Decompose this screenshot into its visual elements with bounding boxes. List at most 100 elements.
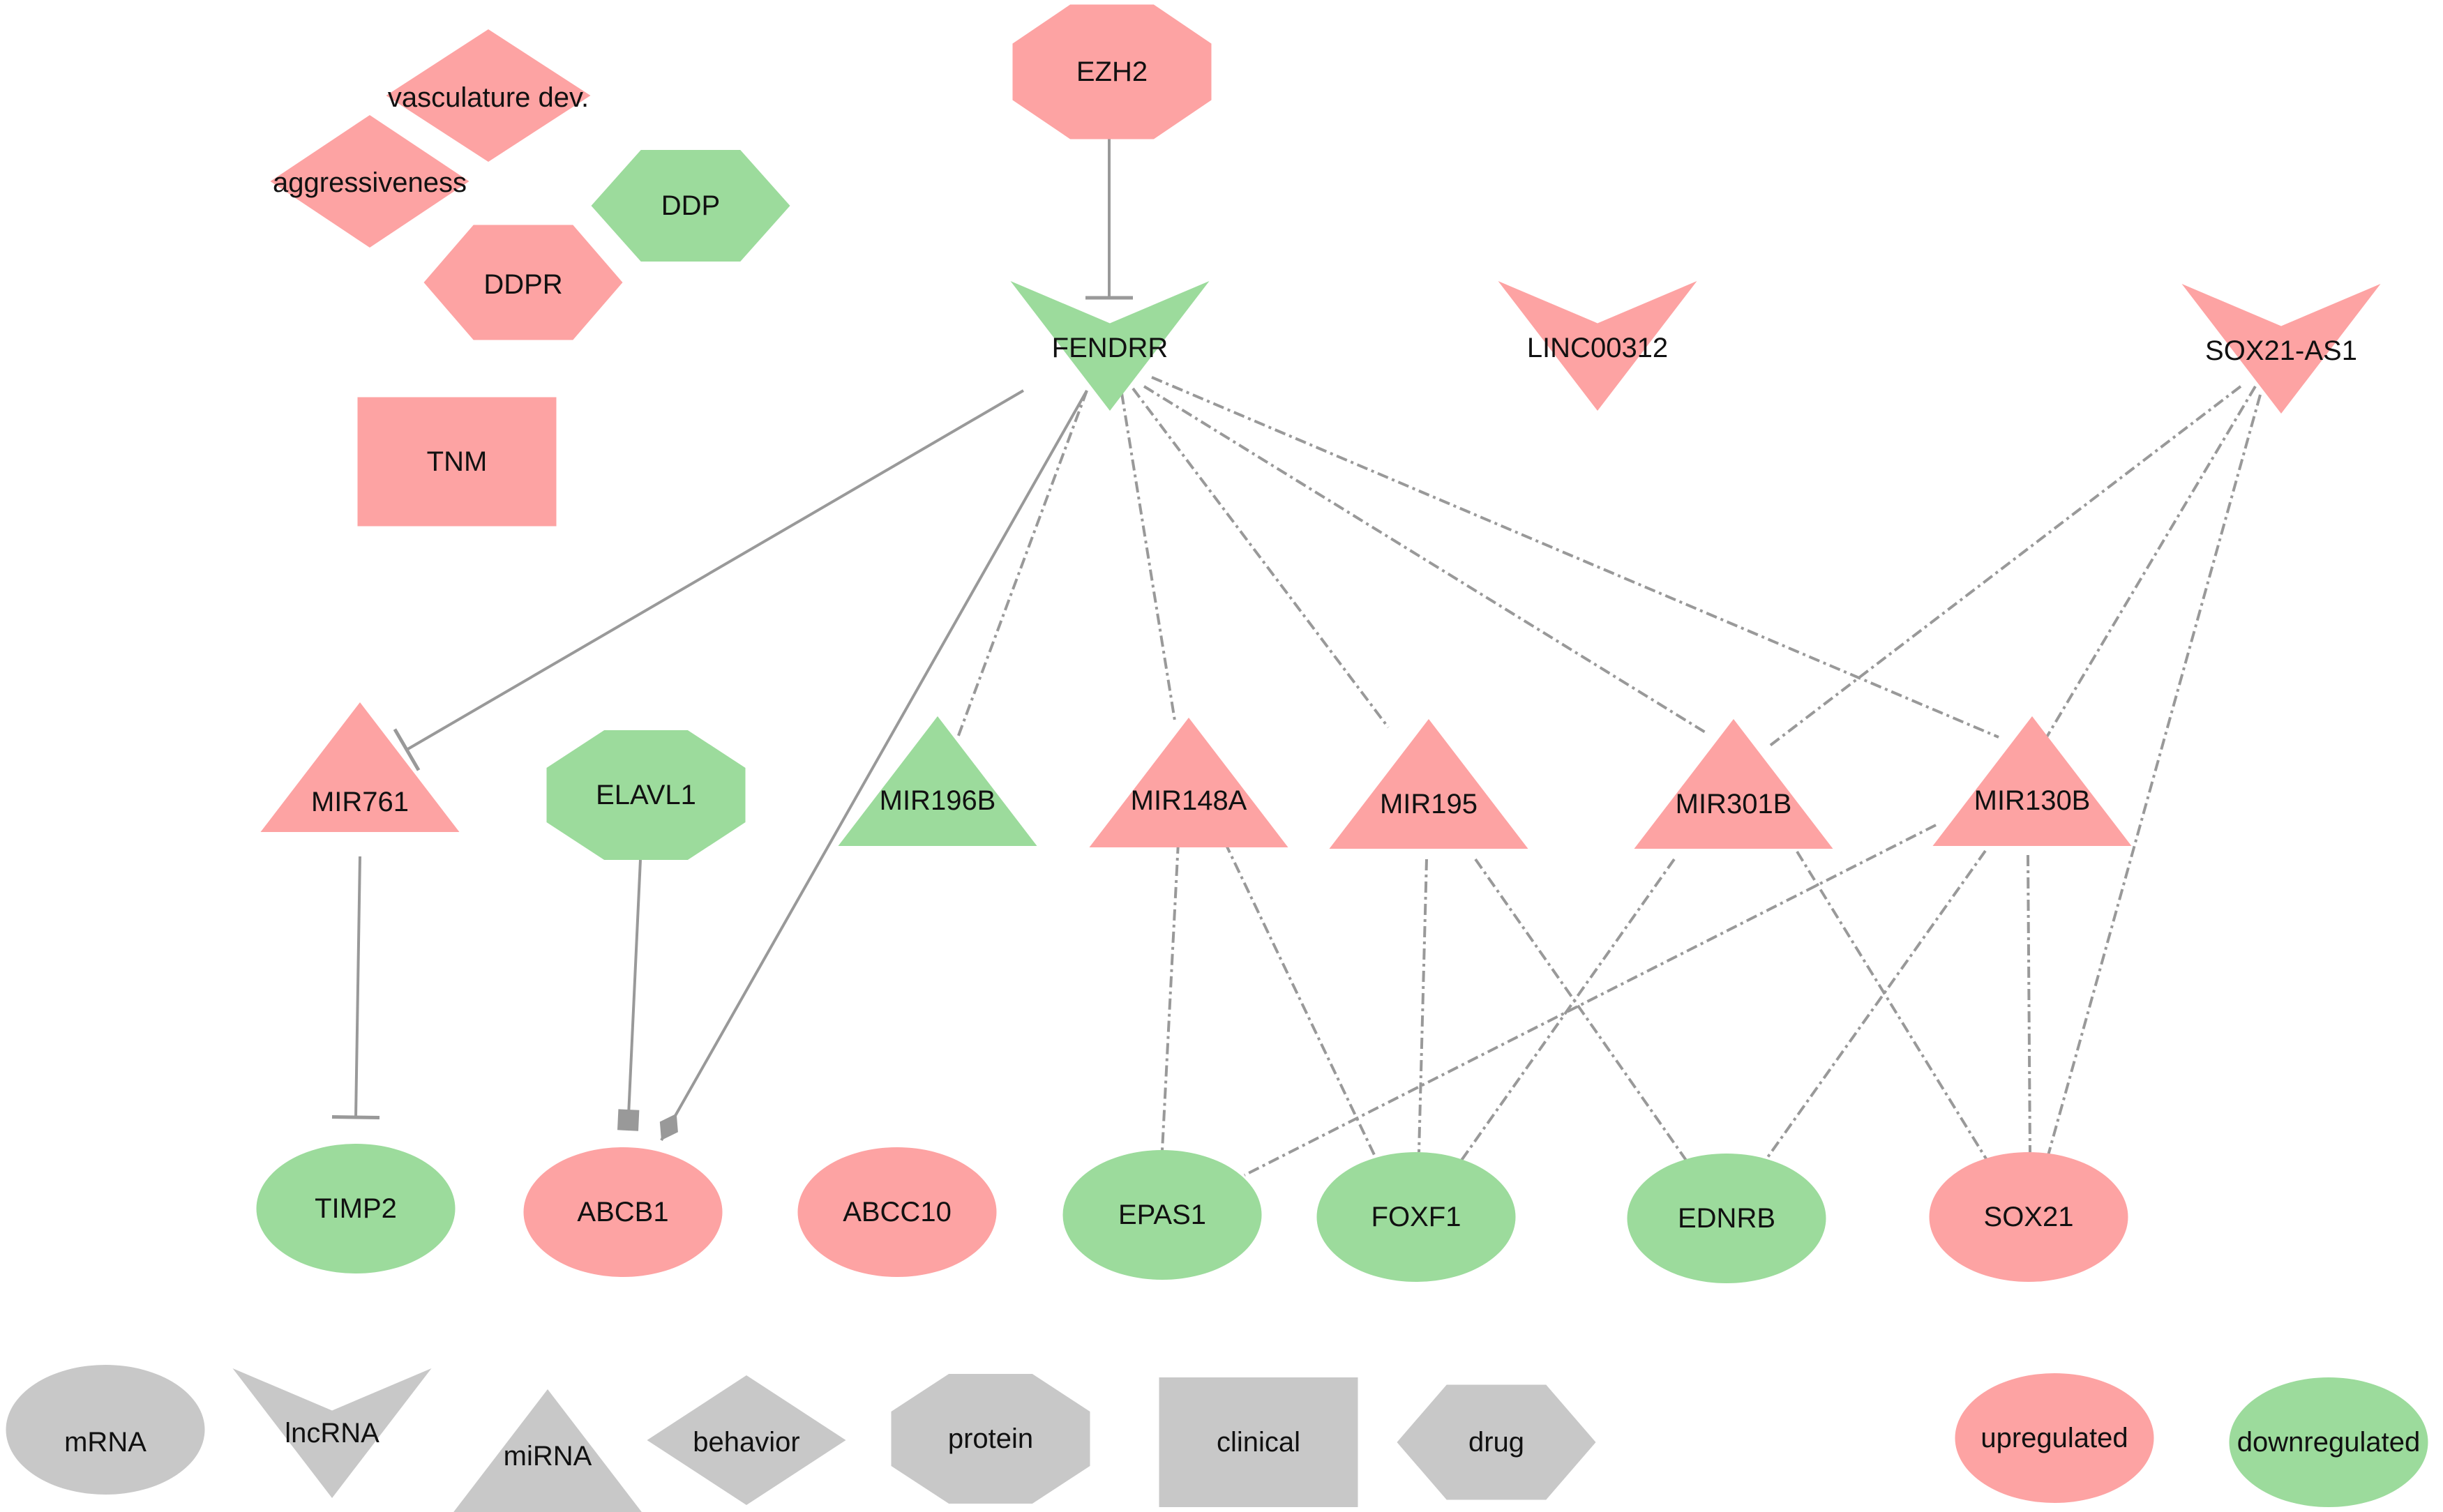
ellipse-shape bbox=[256, 1144, 456, 1273]
node-label: LINC00312 bbox=[1527, 333, 1668, 363]
node-label: TIMP2 bbox=[315, 1193, 397, 1224]
legend-item-clinical: clinical bbox=[1159, 1377, 1358, 1507]
edge-line bbox=[1224, 842, 1377, 1158]
node-label: DDPR bbox=[483, 269, 562, 300]
edge-line bbox=[1418, 859, 1428, 1153]
edge-mir148a-to-epas1 bbox=[1161, 842, 1180, 1151]
edge-fendrr-to-mir195 bbox=[1132, 387, 1390, 729]
edge-mir148a-to-foxf1 bbox=[1224, 842, 1377, 1158]
node-ednrb: EDNRB bbox=[1627, 1154, 1826, 1283]
node-fendrr: FENDRR bbox=[1010, 281, 1210, 411]
triangle-shape bbox=[1089, 718, 1288, 847]
node-label: MIR195 bbox=[1380, 789, 1478, 819]
ellipse-shape bbox=[1627, 1154, 1826, 1283]
rect-shape bbox=[357, 397, 557, 527]
edge-line bbox=[1796, 850, 1988, 1161]
node-label: EPAS1 bbox=[1118, 1200, 1206, 1230]
node-ezh2: EZH2 bbox=[1012, 4, 1212, 139]
node-tnm: TNM bbox=[357, 397, 557, 527]
node-timp2: TIMP2 bbox=[256, 1144, 456, 1273]
node-abcc10: ABCC10 bbox=[797, 1147, 997, 1277]
edge-fendrr-to-mir761 bbox=[393, 389, 1025, 771]
node-label: MIR761 bbox=[311, 787, 409, 817]
edge-fendrr-to-abcb1 bbox=[659, 390, 1088, 1141]
edge-line bbox=[1120, 393, 1176, 721]
vee-shape bbox=[1010, 281, 1210, 411]
edge-ezh2-to-fendrr bbox=[1085, 138, 1133, 300]
legend-item-down: downregulated bbox=[2229, 1377, 2428, 1507]
node-label: MIR196B bbox=[880, 785, 996, 816]
node-abcb1: ABCB1 bbox=[523, 1147, 723, 1277]
legend-label: downregulated bbox=[2237, 1427, 2420, 1458]
ellipse-shape bbox=[1316, 1152, 1516, 1282]
ellipse-shape bbox=[6, 1365, 205, 1495]
node-label: FENDRR bbox=[1052, 333, 1168, 363]
diamond-shape bbox=[647, 1375, 846, 1505]
legend-item-protein: protein bbox=[891, 1374, 1090, 1504]
triangle-shape bbox=[1329, 719, 1528, 849]
triangle-shape bbox=[453, 1389, 642, 1512]
node-sox21as1: SOX21-AS1 bbox=[2181, 284, 2381, 414]
edge-line bbox=[2044, 385, 2257, 741]
legend-item-drug: drug bbox=[1397, 1384, 1596, 1500]
vee-shape bbox=[2181, 284, 2381, 414]
hexagon-shape bbox=[591, 150, 790, 262]
legend-item-up: upregulated bbox=[1955, 1373, 2154, 1503]
edge-sox21as1-to-mir301b bbox=[1768, 385, 2242, 748]
node-label: EZH2 bbox=[1076, 56, 1148, 87]
edge-mir195-to-foxf1 bbox=[1418, 859, 1428, 1153]
legend-label: behavior bbox=[693, 1427, 799, 1458]
ellipse-shape bbox=[1929, 1152, 2128, 1282]
node-mir761: MIR761 bbox=[260, 702, 460, 832]
diamond-shape bbox=[270, 115, 469, 248]
edge-line bbox=[1161, 842, 1180, 1151]
edge-line bbox=[1768, 385, 2242, 748]
edge-line bbox=[1132, 387, 1390, 729]
node-aggr: aggressiveness bbox=[270, 115, 469, 248]
node-mir195: MIR195 bbox=[1329, 719, 1528, 849]
ellipse-shape bbox=[2229, 1377, 2428, 1507]
octagon-shape bbox=[1012, 4, 1212, 139]
legend-item-mirna: miRNA bbox=[453, 1389, 642, 1512]
node-mir301b: MIR301B bbox=[1634, 719, 1833, 849]
edge-elavl1-to-abcb1 bbox=[617, 859, 642, 1131]
inhibit-bar bbox=[393, 728, 421, 771]
hexagon-shape bbox=[423, 225, 623, 340]
edge-mir301b-to-sox21 bbox=[1796, 850, 1988, 1161]
edge-line bbox=[1143, 385, 1708, 734]
node-elavl1: ELAVL1 bbox=[546, 730, 746, 860]
triangle-shape bbox=[260, 702, 460, 832]
edge-fendrr-to-mir148a bbox=[1120, 393, 1176, 721]
diamond-shape bbox=[386, 29, 591, 162]
edge-mir130b-to-epas1 bbox=[1244, 824, 1937, 1177]
node-foxf1: FOXF1 bbox=[1316, 1152, 1516, 1282]
node-label: ABCB1 bbox=[577, 1197, 668, 1227]
legend-item-lncrna: lncRNA bbox=[232, 1368, 432, 1498]
edge-mir761-to-timp2 bbox=[331, 856, 380, 1120]
edges-layer bbox=[331, 138, 2262, 1177]
legend-label: drug bbox=[1468, 1427, 1524, 1458]
triangle-shape bbox=[838, 716, 1037, 846]
legend-label: lncRNA bbox=[285, 1418, 379, 1449]
edge-line bbox=[956, 390, 1088, 740]
edge-mir195-to-ednrb bbox=[1474, 858, 1688, 1163]
legend-label: protein bbox=[948, 1423, 1033, 1454]
node-label: SOX21-AS1 bbox=[2205, 335, 2357, 366]
vee-shape bbox=[232, 1368, 432, 1498]
legend-item-behavior: behavior bbox=[647, 1375, 846, 1505]
edge-fendrr-to-mir301b bbox=[1143, 385, 1708, 734]
node-label: ABCC10 bbox=[843, 1197, 952, 1227]
node-ddp: DDP bbox=[591, 150, 790, 262]
diamond-arrowhead bbox=[659, 1113, 678, 1140]
ellipse-shape bbox=[797, 1147, 997, 1277]
edge-line bbox=[1151, 376, 1999, 739]
edge-fendrr-to-mir196b bbox=[956, 390, 1088, 740]
edge-sox21as1-to-mir130b bbox=[2044, 385, 2257, 741]
node-linc: LINC00312 bbox=[1498, 281, 1697, 411]
node-label: TNM bbox=[427, 446, 488, 477]
edge-line bbox=[2027, 854, 2031, 1153]
edge-line bbox=[354, 856, 361, 1118]
